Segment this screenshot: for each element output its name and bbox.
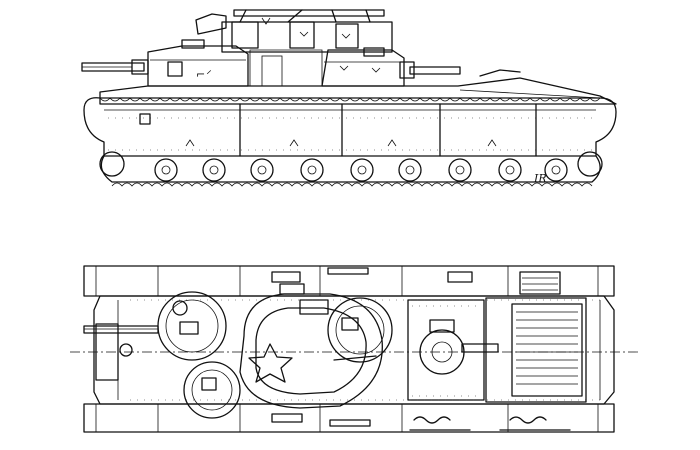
top-hull-fittings bbox=[130, 267, 600, 431]
top-hull bbox=[93, 295, 615, 405]
svg-text:⌐ᐟ: ⌐ᐟ bbox=[196, 68, 211, 81]
rear-gun-barrel bbox=[399, 61, 461, 79]
top-main-turret bbox=[239, 293, 383, 409]
upper-hull bbox=[99, 49, 617, 105]
hull-side-skirt bbox=[83, 97, 617, 157]
engine-deck-grille bbox=[485, 271, 587, 403]
rear-subturret bbox=[321, 47, 405, 87]
top-rear-subturret bbox=[407, 299, 499, 401]
top-front-mg-turret bbox=[183, 361, 241, 419]
top-track-upper bbox=[83, 265, 615, 297]
top-track-lower bbox=[83, 403, 615, 433]
main-gun-barrel bbox=[81, 59, 149, 75]
side-view: ⌐ᐟ bbox=[81, 9, 617, 187]
main-turret bbox=[195, 9, 393, 53]
red-star-emblem bbox=[248, 343, 293, 383]
running-gear bbox=[99, 151, 603, 187]
top-view bbox=[70, 265, 640, 433]
top-main-gun-barrel bbox=[83, 325, 159, 334]
top-front-gun-turret bbox=[157, 291, 227, 361]
front-subturret: ⌐ᐟ bbox=[147, 39, 249, 87]
artist-signature: IR bbox=[533, 172, 547, 185]
